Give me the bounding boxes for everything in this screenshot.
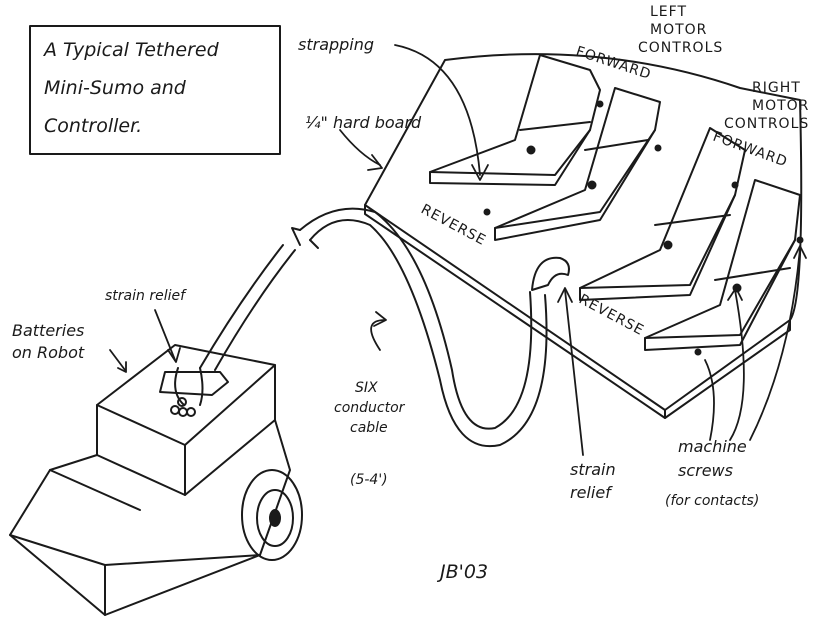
title-line-3: Controller. <box>44 115 142 137</box>
right-motor-line-1: RIGHT <box>752 80 801 96</box>
batteries-line-1: Batteries <box>12 321 84 340</box>
controller-board <box>364 53 803 419</box>
robot <box>9 344 303 616</box>
strain-relief-line-1: strain <box>570 460 616 479</box>
label-strain-relief-robot: strain relief <box>105 288 187 304</box>
left-motor-line-2: MOTOR <box>650 22 707 38</box>
right-motor-line-3: CONTROLS <box>724 116 809 132</box>
label-right-motor-controls: RIGHT MOTOR CONTROLS <box>724 80 809 132</box>
machine-screws-line-2: screws <box>678 461 733 480</box>
label-reverse-left: REVERSE <box>418 201 489 249</box>
signature: JB'03 <box>436 561 488 583</box>
label-hard-board: ¼" hard board <box>305 113 422 132</box>
machine-screws-line-3: (for contacts) <box>665 493 759 509</box>
cable-line-2: conductor <box>334 400 406 416</box>
label-cable: SIX conductor cable (5-4') <box>334 380 406 488</box>
right-motor-pedals <box>579 127 801 351</box>
batteries-line-2: on Robot <box>12 343 85 362</box>
machine-screws-line-1: machine <box>678 437 747 456</box>
label-machine-screws: machine screws (for contacts) <box>665 437 759 509</box>
left-motor-line-3: CONTROLS <box>638 40 723 56</box>
board-strain-relief <box>531 256 570 291</box>
title-line-2: Mini-Sumo and <box>44 77 187 99</box>
label-strapping: strapping <box>298 35 374 54</box>
leader-arrows <box>109 44 807 456</box>
left-motor-pedals <box>429 54 661 241</box>
label-batteries: Batteries on Robot <box>12 321 85 362</box>
cable-line-4: (5-4') <box>350 472 388 488</box>
title-line-1: A Typical Tethered <box>42 39 220 61</box>
label-strain-relief-board: strain relief <box>570 460 616 502</box>
strain-relief-line-2: relief <box>570 483 613 502</box>
left-motor-line-1: LEFT <box>650 4 687 20</box>
title-box <box>29 25 281 155</box>
right-motor-line-2: MOTOR <box>752 98 809 114</box>
label-forward-right: FORWARD <box>711 129 790 171</box>
cable-line-1: SIX <box>355 380 378 396</box>
label-left-motor-controls: LEFT MOTOR CONTROLS <box>638 4 723 56</box>
cable-line-3: cable <box>350 420 388 436</box>
